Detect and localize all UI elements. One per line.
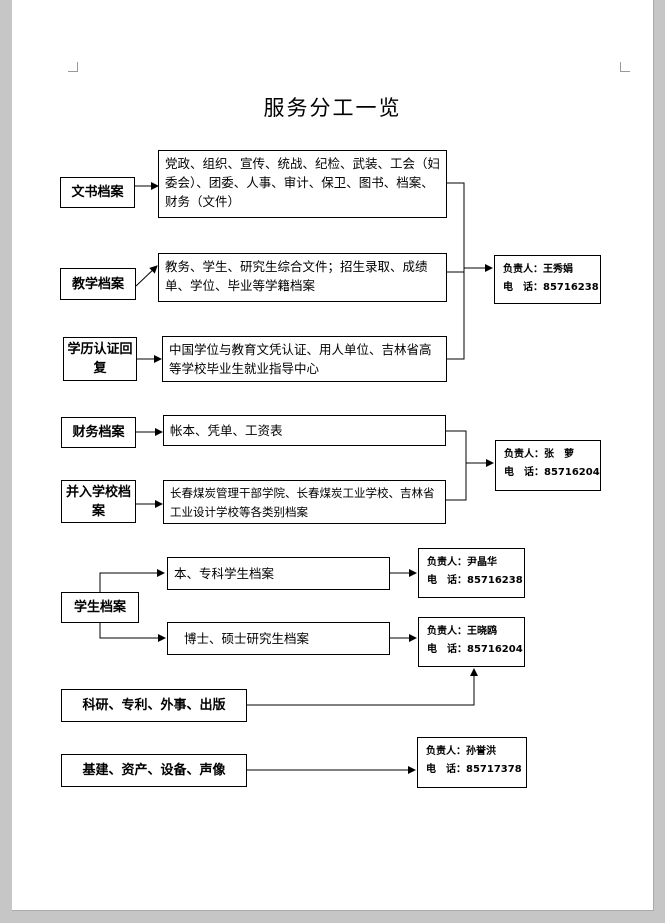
responsible-box-5: 负责人：孙誉洪 电 话：85717378 (417, 737, 527, 788)
label-binru-xuexiao: 并入学校档案 (61, 480, 136, 523)
desc-wenshu-archive: 党政、组织、宣传、统战、纪检、武装、工会（妇委会）、团委、人事、审计、保卫、图书… (158, 150, 447, 218)
desc-boshi-archive: 博士、硕士研究生档案 (167, 622, 390, 655)
arrow-boshi (99, 621, 166, 642)
bracket-group1 (447, 182, 465, 360)
arrow-benke (99, 569, 165, 594)
label-caiwu-archive: 财务档案 (61, 417, 136, 448)
desc-binru-xuexiao: 长春煤炭管理干部学院、长春煤炭工业学校、吉林省工业设计学校等各类别档案 (163, 480, 446, 524)
responsible-person: 负责人：王秀娟 (503, 264, 573, 275)
label-keyan-archive: 科研、专利、外事、出版 (61, 689, 247, 722)
responsible-phone: 电 话：85716204 (427, 644, 523, 655)
responsible-box-3a: 负责人：尹晶华 电 话：85716238 (418, 548, 525, 598)
document-page: 服务分工一览 (12, 0, 654, 911)
responsible-phone: 电 话：85716238 (427, 575, 523, 586)
label-jiaoxue-archive: 教学档案 (60, 268, 136, 300)
desc-xueli-renzheng: 中国学位与教育文凭认证、用人单位、吉林省高等学校毕业生就业指导中心 (162, 336, 447, 382)
connector-lines (99, 182, 494, 774)
desc-jiaoxue-archive: 教务、学生、研究生综合文件；招生录取、成绩单、学位、毕业等学籍档案 (158, 253, 447, 302)
arrow-keyan (247, 668, 478, 706)
arrow-jiaoxue (135, 265, 158, 287)
bracket-group2 (446, 430, 467, 501)
responsible-person: 负责人：尹晶华 (427, 557, 497, 568)
responsible-box-1: 负责人：王秀娟 电 话：85716238 (494, 255, 601, 304)
responsible-box-2: 负责人：张 萝 电 话：85716204 (495, 440, 601, 491)
responsible-person: 负责人：张 萝 (504, 449, 574, 460)
crop-mark-top-right (620, 62, 630, 72)
label-xuesheng-archive: 学生档案 (61, 592, 139, 623)
responsible-phone: 电 话：85716204 (504, 467, 600, 478)
desc-caiwu-archive: 帐本、凭单、工资表 (163, 415, 446, 446)
label-xueli-renzheng: 学历认证回复 (63, 337, 137, 381)
responsible-box-3b: 负责人：王晓鸥 电 话：85716204 (418, 617, 525, 667)
crop-mark-top-left (68, 62, 78, 72)
responsible-phone: 电 话：85717378 (426, 764, 522, 775)
label-wenshu-archive: 文书档案 (60, 177, 135, 208)
label-jijian-archive: 基建、资产、设备、声像 (61, 754, 247, 787)
responsible-person: 负责人：王晓鸥 (427, 626, 497, 637)
responsible-phone: 电 话：85716238 (503, 282, 599, 293)
responsible-person: 负责人：孙誉洪 (426, 746, 496, 757)
page-title: 服务分工一览 (263, 96, 402, 120)
desc-benke-archive: 本、专科学生档案 (167, 557, 390, 590)
